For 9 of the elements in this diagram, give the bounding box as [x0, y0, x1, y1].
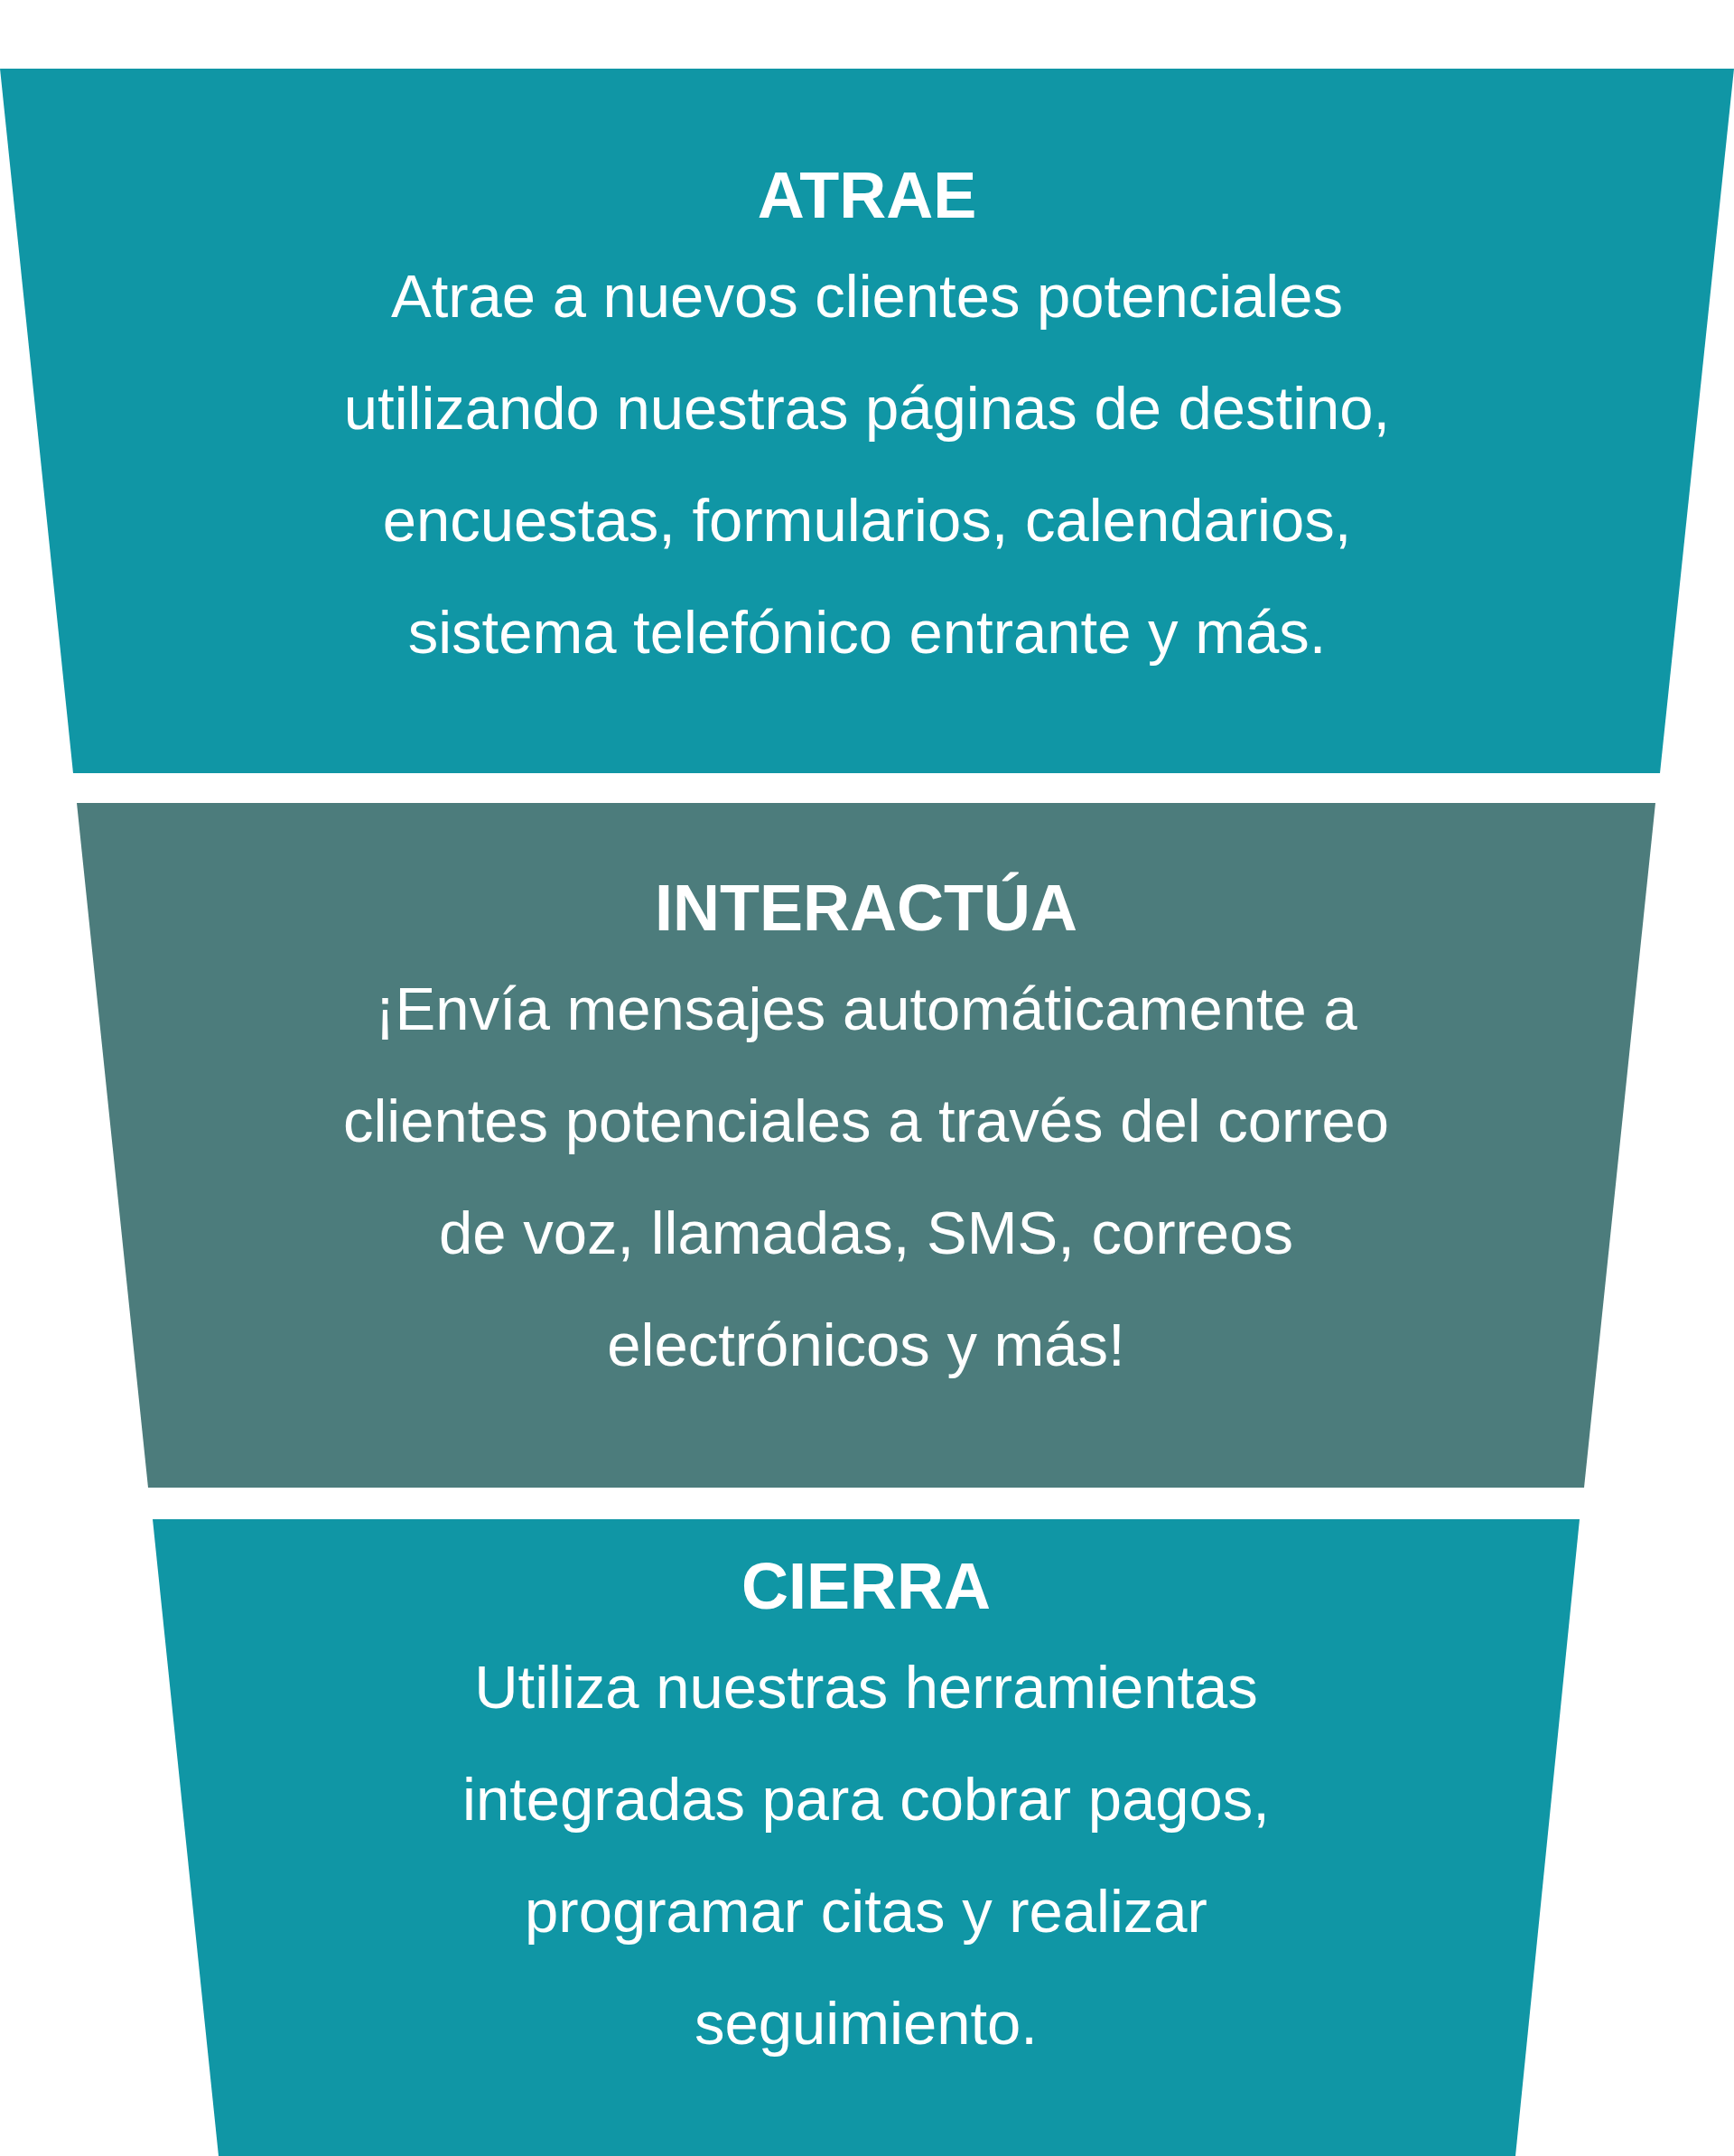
stage-title: ATRAE [757, 158, 977, 233]
stage-title: CIERRA [741, 1549, 991, 1624]
funnel-stage [0, 69, 1734, 773]
funnel-stage [153, 1519, 1580, 2156]
stage-description: Atrae a nuevos clientes potenciales utilizando nuestras páginas de destino, encuestas, formularios, calendarios, sistema telefónico entrante y más. [342, 261, 1392, 667]
stage-description: Utiliza nuestras herramientas integradas para cobrar pagos, programar citas y realizar seguimiento. [461, 1652, 1271, 2058]
funnel-stage [77, 803, 1655, 1488]
stage-description: ¡Envía mensajes automáticamente a clientes potenciales a través del correo de voz, llamadas, SMS, correos electrónicos y más! [341, 974, 1391, 1380]
stage-title: INTERACTÚA [655, 871, 1077, 946]
